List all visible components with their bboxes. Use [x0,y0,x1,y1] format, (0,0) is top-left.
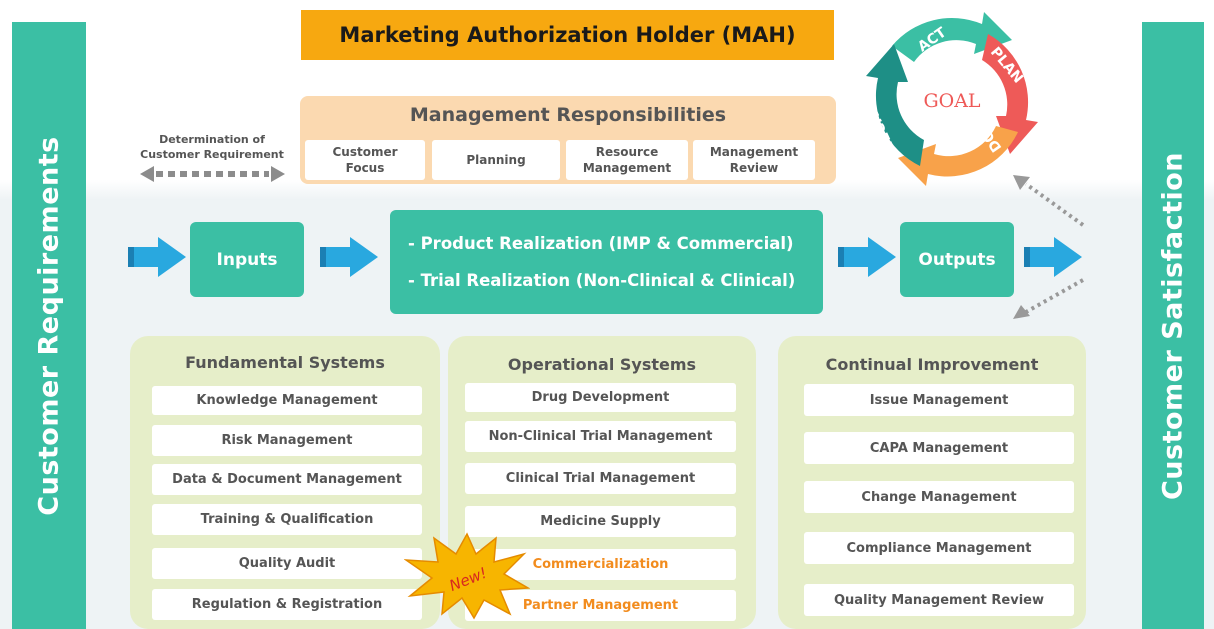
inputs-box: Inputs [190,222,304,297]
list-item: Risk Management [152,425,422,456]
fundamental-systems-title: Fundamental Systems [185,353,385,372]
flow-arrow-to-realization [320,237,378,277]
customer-requirements-label: Customer Requirements [33,135,65,516]
management-title: Management Responsibilities [409,104,727,126]
list-item: Quality Management Review [804,584,1074,616]
mgmt-item-planning: Planning [432,140,560,180]
mah-title: Marketing Authorization Holder (MAH) [301,10,834,60]
flow-arrow-out [1024,237,1082,277]
flow-arrow-to-outputs [838,237,896,277]
list-item: Quality Audit [152,548,422,579]
list-item: Issue Management [804,384,1074,416]
list-item: Non-Clinical Trial Management [465,421,736,452]
realization-box: - Product Realization (IMP & Commercial)… [390,210,823,314]
pdca-ring [866,12,1038,186]
list-item: Regulation & Registration [152,589,422,620]
flow-arrow-in [128,237,186,277]
pdca-cycle: GOAL ACT PLAN DO CHECK [866,12,1038,186]
list-item: Partner Management [465,590,736,621]
trial-realization: - Trial Realization (Non-Clinical & Clin… [408,271,796,290]
pdca-goal: GOAL [923,90,980,112]
list-item: Data & Document Management [152,464,422,495]
list-item: Knowledge Management [152,386,422,415]
feedback-arrow-up [1013,175,1085,227]
list-item: Commercialization [465,549,736,580]
customer-satisfaction-bar: Customer Satisfaction [1142,22,1204,629]
list-item: Clinical Trial Management [465,463,736,494]
outputs-box: Outputs [900,222,1014,297]
new-badge-starburst: New! [404,532,530,620]
list-item: Medicine Supply [465,506,736,537]
customer-satisfaction-label: Customer Satisfaction [1157,151,1189,500]
determination-double-arrow [140,166,285,182]
continual-improvement-panel: Continual Improvement Issue Management C… [778,336,1086,629]
pdca-do-segment [898,126,1018,186]
product-realization: - Product Realization (IMP & Commercial) [408,234,794,253]
list-item: Change Management [804,481,1074,513]
list-item: Training & Qualification [152,504,422,535]
operational-systems-title: Operational Systems [507,355,697,374]
pdca-act-segment [892,12,1012,62]
pdca-plan-segment [982,34,1038,154]
continual-improvement-title: Continual Improvement [825,355,1039,374]
fundamental-systems-panel: Fundamental Systems Knowledge Management… [130,336,440,629]
customer-requirements-bar: Customer Requirements [12,22,86,629]
feedback-arrow-down [1013,278,1084,319]
list-item: Drug Development [465,383,736,412]
list-item: CAPA Management [804,432,1074,464]
pdca-check-segment [866,44,924,166]
list-item: Compliance Management [804,532,1074,564]
